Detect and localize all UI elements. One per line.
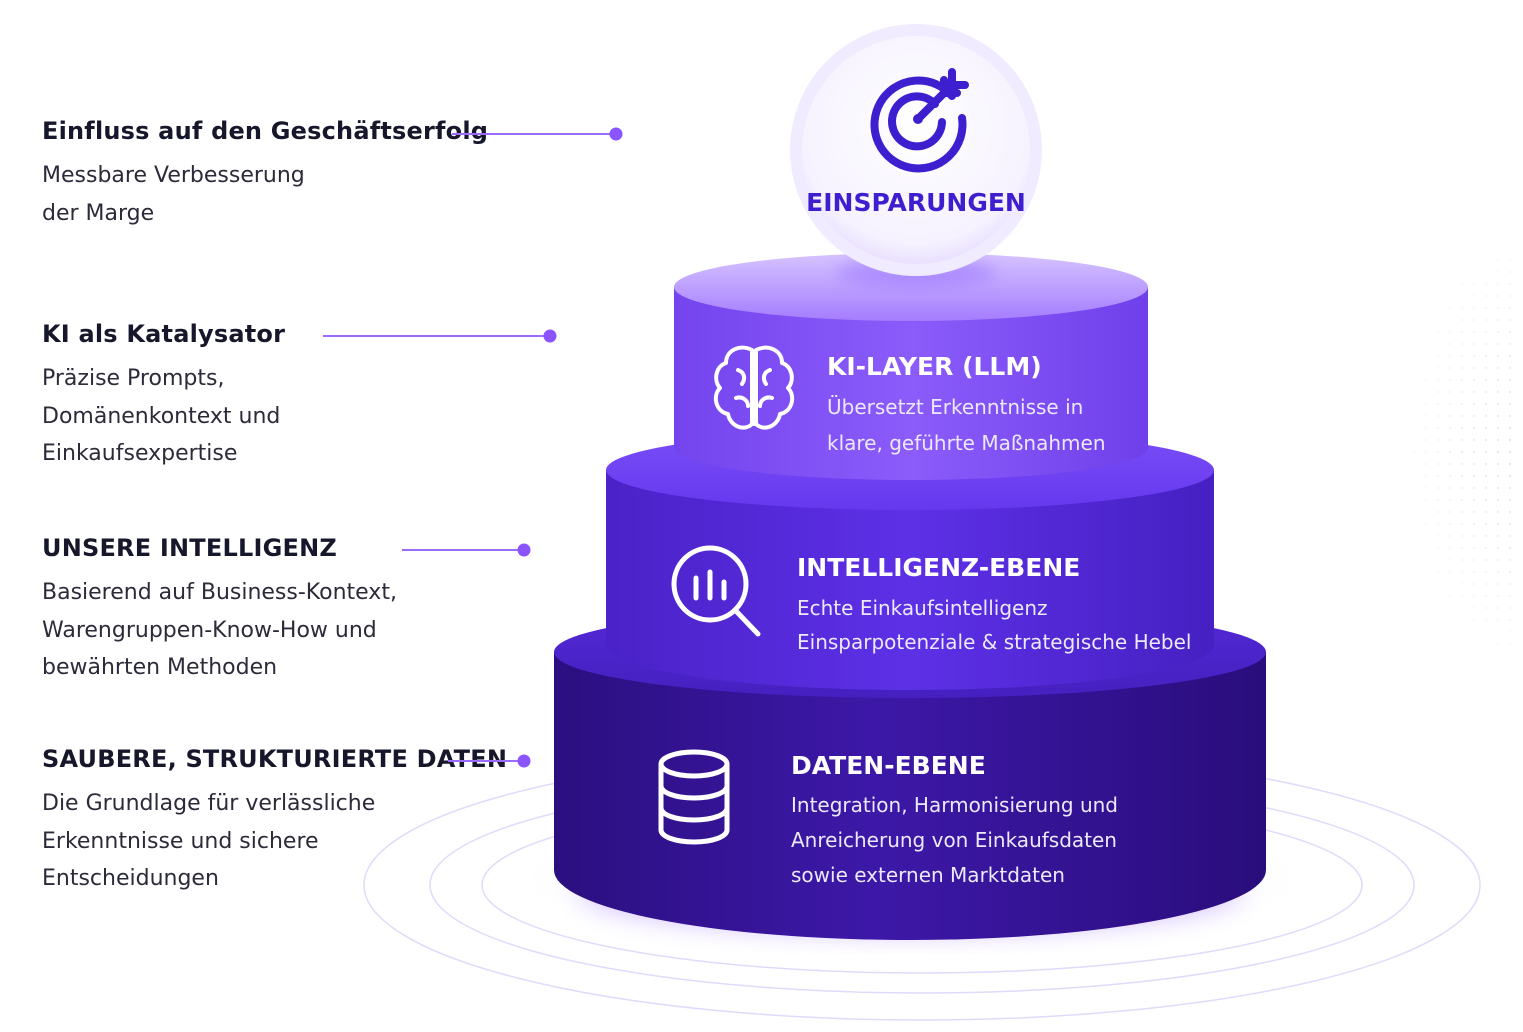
dot-pattern xyxy=(1412,234,1512,670)
level-description: Präzise Prompts, Domänenkontext und Eink… xyxy=(42,366,281,466)
level-description: Messbare Verbesserung der Marge xyxy=(42,163,305,226)
tier-description-line: Echte Einkaufsintelligenz xyxy=(797,596,1048,620)
tier-description-line: klare, geführte Maßnahmen xyxy=(827,431,1106,455)
tier-title: DATEN-EBENE xyxy=(791,751,986,780)
connector-dots xyxy=(517,127,623,768)
target-icon xyxy=(870,68,969,173)
tier-description-line: sowie externen Marktdaten xyxy=(791,863,1065,887)
level-data: SAUBERE, STRUKTURIERTE DATEN Die Grundla… xyxy=(42,745,507,898)
level-ai-catalyst: KI als Katalysator Präzise Prompts, Domä… xyxy=(42,320,432,473)
tier-ai-layer xyxy=(674,253,1148,480)
brain-icon xyxy=(713,345,795,430)
database-icon xyxy=(658,749,730,845)
tier-description-line: Einsparpotenziale & strategische Hebel xyxy=(797,630,1192,654)
tier-description-line: Integration, Harmonisierung und xyxy=(791,793,1118,817)
tier-title: KI-LAYER (LLM) xyxy=(827,352,1042,381)
level-description: Basierend auf Business-Kontext, Warengru… xyxy=(42,580,397,680)
level-impact: Einfluss auf den Geschäftserfolg Messbar… xyxy=(42,117,488,232)
level-title: Einfluss auf den Geschäftserfolg xyxy=(42,117,489,145)
level-intelligence: UNSERE INTELLIGENZ Basierend auf Busines… xyxy=(42,534,432,687)
tier-description-line: Übersetzt Erkenntnisse in xyxy=(827,395,1083,419)
level-title: SAUBERE, STRUKTURIERTE DATEN xyxy=(42,745,508,773)
analytics-search-icon xyxy=(671,545,761,637)
tier-title: INTELLIGENZ-EBENE xyxy=(797,553,1080,582)
level-title: KI als Katalysator xyxy=(42,320,286,348)
level-title: UNSERE INTELLIGENZ xyxy=(42,534,337,562)
level-description: Die Grundlage für verlässliche Erkenntni… xyxy=(42,791,376,891)
connectors xyxy=(323,133,612,762)
goal-label: EINSPARUNGEN xyxy=(806,188,1026,217)
tier-description-line: Anreicherung von Einkaufsdaten xyxy=(791,828,1117,852)
